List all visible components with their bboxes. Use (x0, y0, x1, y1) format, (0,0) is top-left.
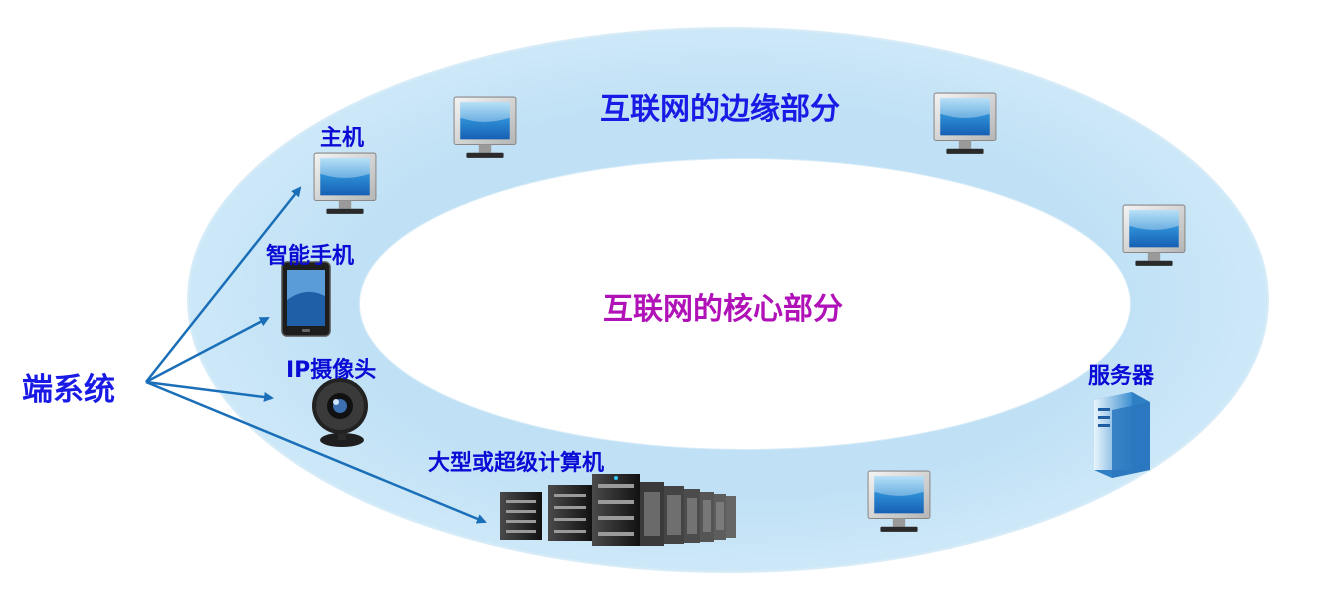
smartphone-label: 智能手机 (266, 244, 355, 269)
ip-camera-icon (312, 378, 368, 447)
core-title: 互联网的核心部分 (603, 292, 843, 327)
host-label: 主机 (320, 126, 365, 151)
server-label: 服务器 (1088, 364, 1155, 389)
end-system-arrows (145, 186, 487, 524)
smartphone-icon (281, 261, 331, 337)
core-area (360, 159, 1130, 449)
end-system-label: 端系统 (22, 372, 115, 408)
arrow-to-ip-camera (145, 380, 274, 402)
arrow-to-smartphone (145, 316, 270, 384)
arrow-to-supercomputer (145, 380, 487, 524)
supercomputer-icon (500, 474, 736, 546)
edge-title: 互联网的边缘部分 (600, 92, 840, 127)
supercomputer-label: 大型或超级计算机 (428, 451, 605, 476)
arrow-to-host (145, 186, 302, 383)
server-icon (1094, 392, 1150, 478)
ip-camera-label: IP摄像头 (286, 358, 377, 383)
